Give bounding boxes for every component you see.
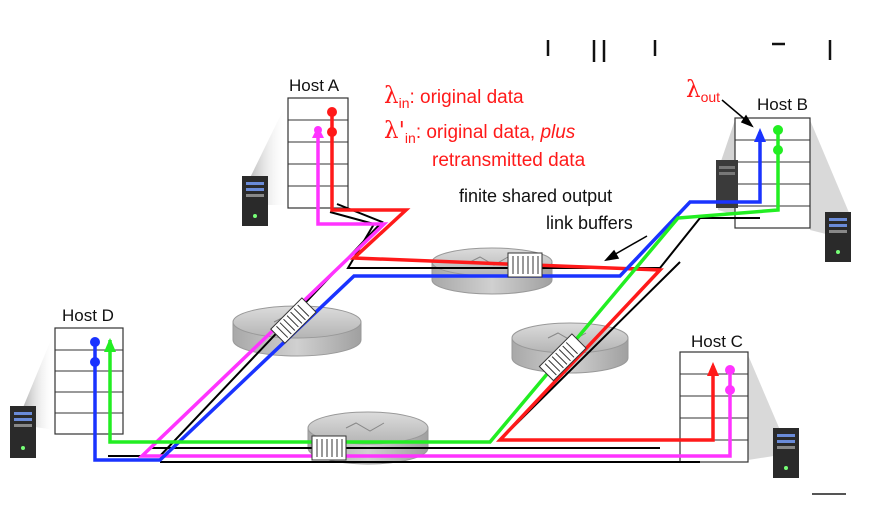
annotation-arrows [604, 99, 754, 262]
lambda-in-symbol: λ [384, 83, 399, 109]
host-d-box [54, 327, 124, 435]
lambda-in-prime-plus: plus [540, 122, 576, 143]
flow-markers [90, 107, 783, 395]
black-links [108, 203, 760, 463]
lambda-in-prime-sub: in [404, 129, 416, 146]
buffer-top [507, 252, 543, 278]
retransmitted-label: retransmitted data [432, 150, 586, 171]
blue-flow [93, 132, 762, 462]
buffers-label-line1: finite shared output [459, 186, 613, 206]
lambda-in-prime-label: λ'in: original data, plus [384, 120, 575, 145]
magenta-flow [137, 130, 732, 458]
buffer-left [270, 297, 317, 344]
lambda-in-text: : original data [409, 87, 524, 108]
host-d-label: Host D [62, 306, 114, 325]
buffers-label-line2: link buffers [546, 213, 633, 233]
tower-pc-icons [10, 160, 851, 478]
lambda-in-prime-text: : original data, [415, 122, 541, 143]
buffer-bottom [311, 435, 347, 461]
host-b-label: Host B [757, 95, 809, 114]
lambda-in-label: λin: original data [384, 85, 524, 110]
red-flow [330, 112, 715, 442]
lambda-out-sub: out [700, 88, 721, 105]
buffer-right [538, 333, 587, 382]
green-flow [108, 130, 780, 444]
lambda-in-sub: in [398, 94, 410, 111]
host-a-label: Host A [289, 76, 340, 95]
host-c-label: Host C [691, 332, 743, 351]
lambda-out-label: λout [686, 79, 720, 104]
lambda-in-prime-symbol: λ' [384, 118, 405, 144]
lambda-out-symbol: λ [686, 77, 701, 103]
cropped-header-fragment [546, 40, 832, 62]
